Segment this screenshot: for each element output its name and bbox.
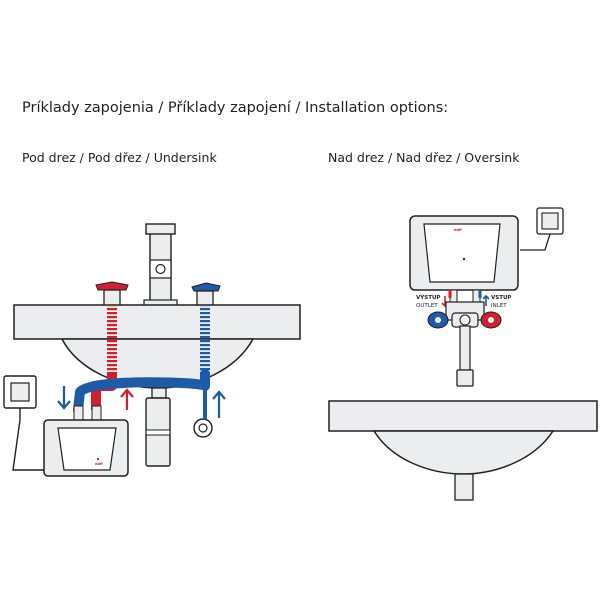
brand-logo-icon: dafi [454,228,462,232]
arrow-up-icon [120,388,134,410]
power-cable [12,408,44,471]
oversink-diagram: dafi VÝSTUP OUTLET VSTUP INLET [328,207,598,501]
faucet [143,223,178,307]
power-socket-icon [3,375,37,409]
cold-hose-loop [193,418,213,438]
oversink-countertop [328,400,598,432]
arrow-up-icon [212,390,226,418]
power-socket-icon [536,207,564,235]
page-title: Príklady zapojenia / Příklady zapojení /… [22,100,449,116]
cold-valve-handle [191,282,221,307]
oversink-water-heater: dafi [409,215,519,291]
undersink-label: Pod drez / Pod dřez / Undersink [22,150,217,165]
oversink-drain [454,473,474,501]
cold-pipe-to-heater [73,369,210,415]
undersink-diagram: dafi [3,223,301,477]
cold-supply-pipe [200,306,210,376]
svg-text:dafi: dafi [454,228,462,232]
oversink-basin [372,430,555,475]
hot-valve-handle [95,281,129,307]
oversink-faucet-valve [427,301,502,387]
inlet-label-cz: VSTUP [491,295,511,301]
power-cable [520,233,551,251]
brand-logo-icon: dafi [95,458,103,466]
outlet-label-en: OUTLET [416,303,438,309]
inlet-label-en: INLET [491,303,507,309]
hot-supply-pipe [107,306,117,376]
undersink-countertop [13,304,301,340]
arrow-up-icon [482,294,490,306]
arrow-down-icon [57,386,71,410]
oversink-label: Nad drez / Nad dřez / Oversink [328,150,520,165]
undersink-water-heater: dafi [43,419,129,477]
svg-text:dafi: dafi [95,462,103,466]
outlet-label-cz: VÝSTUP [416,294,440,301]
drain-trap [145,387,171,467]
